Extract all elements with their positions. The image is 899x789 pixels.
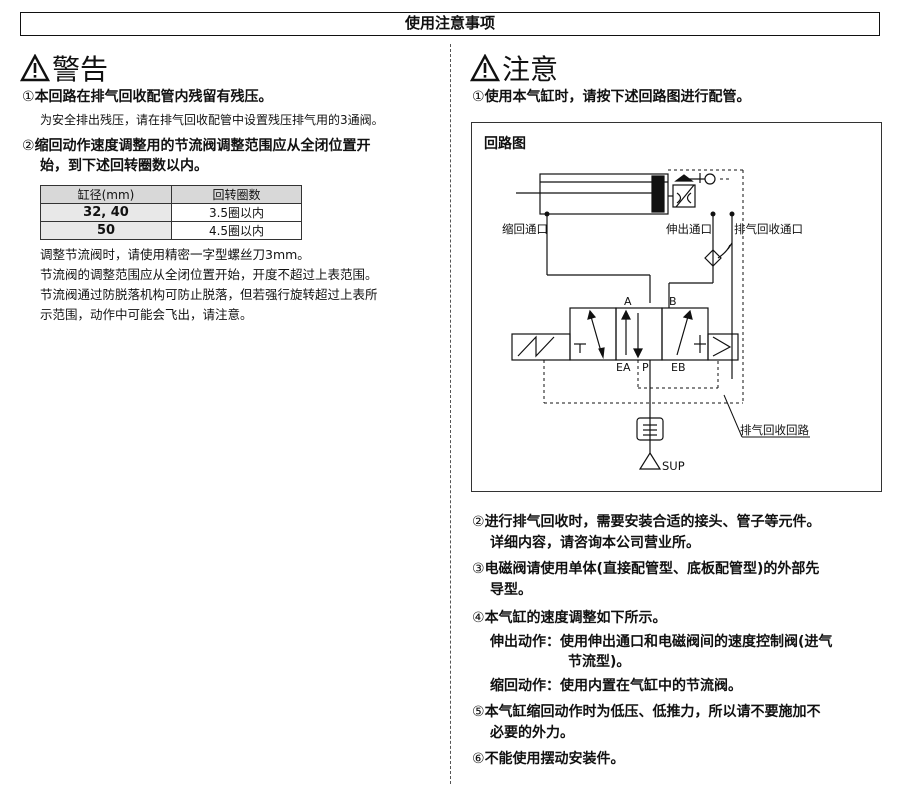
speed-retract: 缩回动作：使用内置在气缸中的节流阀。 — [490, 678, 742, 694]
circuit-schematic — [511, 169, 810, 470]
warning-item-2: ②缩回动作速度调整用的节流阀调整范围应从全闭位置开 — [22, 138, 371, 154]
speed-extend: 伸出动作：使用伸出通口和电磁阀间的速度控制阀(进气 — [490, 634, 833, 650]
turns-table: 缸径(mm) 回转圈数 32, 40 3.5圈以内 50 4.5圈以内 — [40, 185, 302, 240]
label-port-eb: EB — [671, 361, 686, 374]
caution-item-4: ④本气缸的速度调整如下所示。 — [472, 610, 667, 626]
table-row: 50 4.5圈以内 — [40, 221, 302, 240]
caution-heading: 注意 — [470, 48, 558, 88]
table-header-turns: 回转圈数 — [171, 185, 302, 204]
warning-heading: 警告 — [20, 48, 108, 88]
warning-note-1: 调整节流阀时，请使用精密一字型螺丝刀3mm。 — [40, 247, 310, 262]
caution-item-2: ②进行排气回收时，需要安装合适的接头、管子等元件。 — [472, 514, 821, 530]
column-divider — [450, 44, 451, 784]
caution-item-1: ①使用本气缸时，请按下述回路图进行配管。 — [472, 89, 751, 105]
warning-title: 警告 — [52, 53, 109, 86]
caution-item-5: ⑤本气缸缩回动作时为低压、低推力，所以请不要施加不 — [472, 704, 821, 720]
warning-item-2-line2: 始，到下述回转圈数以内。 — [40, 158, 208, 174]
caution-item-3: ③电磁阀请使用单体(直接配管型、底板配管型)的外部先 — [472, 561, 820, 577]
label-exhaust-circuit: 排气回收回路 — [740, 423, 809, 437]
label-sup: SUP — [662, 459, 685, 473]
section-header: 使用注意事项 — [20, 12, 880, 36]
caution-item-3-line2: 导型。 — [490, 582, 532, 598]
warning-triangle-icon — [20, 54, 50, 82]
warning-note-3: 节流阀通过防脱落机构可防止脱落，但若强行旋转超过上表所 — [40, 287, 378, 302]
caution-title: 注意 — [502, 53, 559, 86]
circuit-diagram: 回路图 — [471, 122, 882, 492]
table-header-row: 缸径(mm) 回转圈数 — [40, 185, 302, 204]
speed-extend-line2: 节流型)。 — [568, 654, 631, 670]
label-retract-port: 缩回通口 — [502, 222, 548, 236]
label-port-ea: EA — [616, 361, 631, 374]
label-port-p: P — [642, 361, 649, 374]
label-port-b: B — [669, 295, 677, 308]
caution-item-2-line2: 详细内容，请咨询本公司营业所。 — [490, 535, 700, 551]
warning-item-1: ①本回路在排气回收配管内残留有残压。 — [22, 89, 273, 105]
warning-item-1-detail: 为安全排出残压，请在排气回收配管中设置残压排气用的3通阀。 — [40, 113, 384, 127]
label-extend-port: 伸出通口 — [666, 222, 712, 236]
table-row: 32, 40 3.5圈以内 — [40, 203, 302, 222]
caution-item-5-line2: 必要的外力。 — [490, 725, 574, 741]
table-header-bore: 缸径(mm) — [40, 185, 172, 204]
caution-triangle-icon — [470, 54, 500, 82]
caution-item-6: ⑥不能使用摆动安装件。 — [472, 751, 625, 767]
diagram-title: 回路图 — [484, 136, 526, 152]
label-port-a: A — [624, 295, 632, 308]
warning-note-2: 节流阀的调整范围应从全闭位置开始，开度不超过上表范围。 — [40, 267, 378, 282]
warning-note-4: 示范围，动作中可能会飞出，请注意。 — [40, 307, 253, 322]
label-exhaust-port: 排气回收通口 — [734, 222, 803, 236]
